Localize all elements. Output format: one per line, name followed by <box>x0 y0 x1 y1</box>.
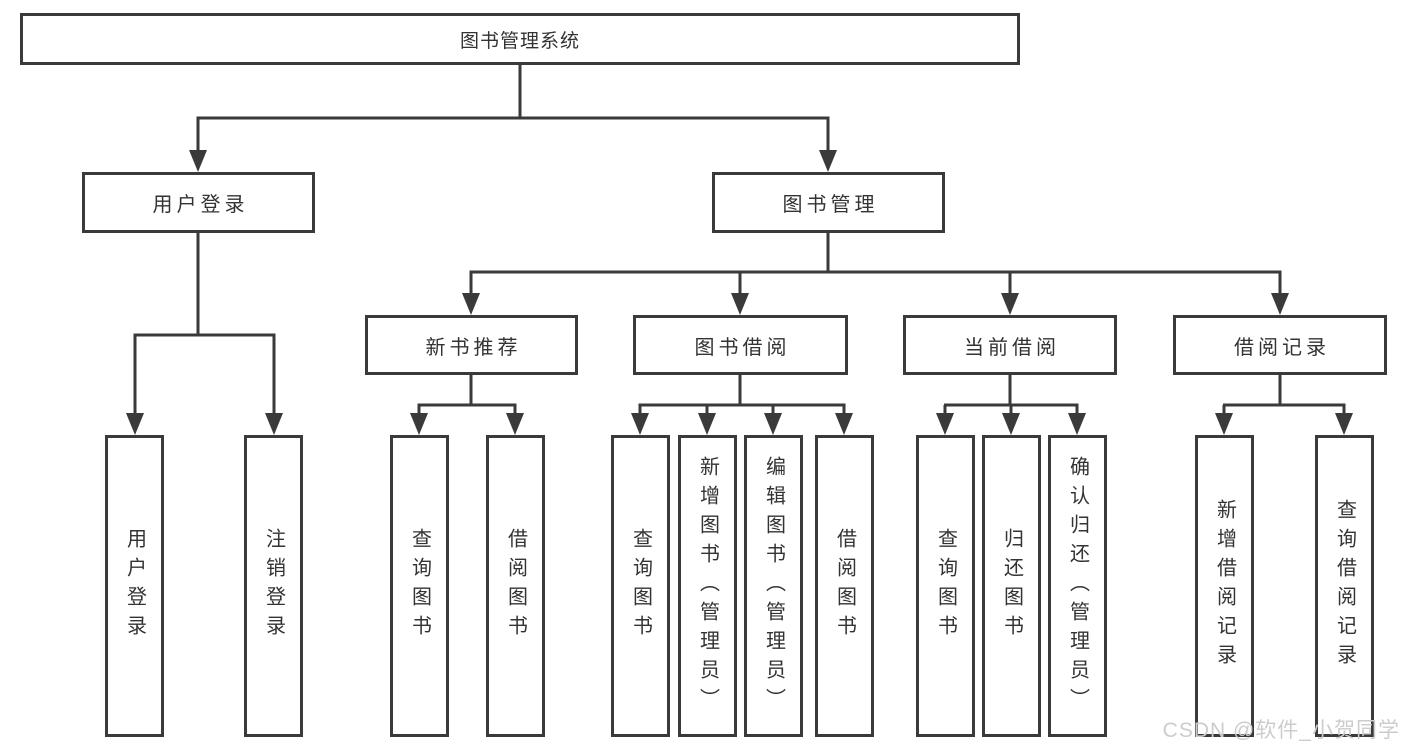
connector-arrowheads <box>126 150 1353 435</box>
leaf-confirm-return-admin-label: 确认归还（管理员） <box>1066 455 1089 717</box>
node-current-borrow-label: 当前借阅 <box>964 336 1060 359</box>
node-new-book-recommend-label: 新书推荐 <box>425 336 522 359</box>
leaf-current-query-books-label: 查询图书 <box>934 528 957 644</box>
node-user-login: 用户登录 <box>82 172 315 233</box>
node-user-login-label: 用户登录 <box>152 194 249 216</box>
node-new-book-recommend: 新书推荐 <box>365 315 578 375</box>
leaf-recommend-query-books-label: 查询图书 <box>408 528 431 644</box>
leaf-add-borrow-record: 新增借阅记录 <box>1195 435 1254 737</box>
leaf-user-login-label: 用户登录 <box>123 528 146 644</box>
node-borrow-records-label: 借阅记录 <box>1234 336 1330 359</box>
leaf-recommend-borrow-books: 借阅图书 <box>486 435 545 737</box>
leaf-add-books-admin: 新增图书（管理员） <box>678 435 737 737</box>
leaf-borrow-books: 借阅图书 <box>815 435 874 737</box>
leaf-confirm-return-admin: 确认归还（管理员） <box>1048 435 1107 737</box>
csdn-watermark: CSDN @软件_小贺同学 <box>1162 719 1400 742</box>
leaf-add-books-admin-label: 新增图书（管理员） <box>696 455 719 717</box>
leaf-edit-books-admin-label: 编辑图书（管理员） <box>762 455 785 717</box>
leaf-query-borrow-record-label: 查询借阅记录 <box>1333 499 1356 673</box>
leaf-recommend-query-books: 查询图书 <box>390 435 449 737</box>
node-book-management: 图书管理 <box>712 172 945 233</box>
leaf-return-books: 归还图书 <box>982 435 1041 737</box>
node-book-borrow-label: 图书借阅 <box>694 336 791 359</box>
leaf-borrow-query-books-label: 查询图书 <box>629 528 652 644</box>
leaf-current-query-books: 查询图书 <box>916 435 975 737</box>
node-book-borrow: 图书借阅 <box>633 315 848 375</box>
leaf-borrow-query-books: 查询图书 <box>611 435 670 737</box>
leaf-edit-books-admin: 编辑图书（管理员） <box>744 435 803 737</box>
node-borrow-records: 借阅记录 <box>1173 315 1387 375</box>
leaf-logout-label: 注销登录 <box>262 528 285 644</box>
leaf-return-books-label: 归还图书 <box>1000 528 1023 644</box>
node-root-label: 图书管理系统 <box>459 30 580 52</box>
leaf-add-borrow-record-label: 新增借阅记录 <box>1213 499 1236 673</box>
connector-lines <box>133 64 1346 418</box>
leaf-query-borrow-record: 查询借阅记录 <box>1315 435 1374 737</box>
leaf-recommend-borrow-books-label: 借阅图书 <box>504 528 527 644</box>
node-current-borrow: 当前借阅 <box>903 315 1117 375</box>
leaf-logout: 注销登录 <box>244 435 303 737</box>
leaf-user-login: 用户登录 <box>105 435 164 737</box>
node-root: 图书管理系统 <box>20 13 1020 65</box>
node-book-management-label: 图书管理 <box>782 194 879 216</box>
leaf-borrow-books-label: 借阅图书 <box>833 528 856 644</box>
